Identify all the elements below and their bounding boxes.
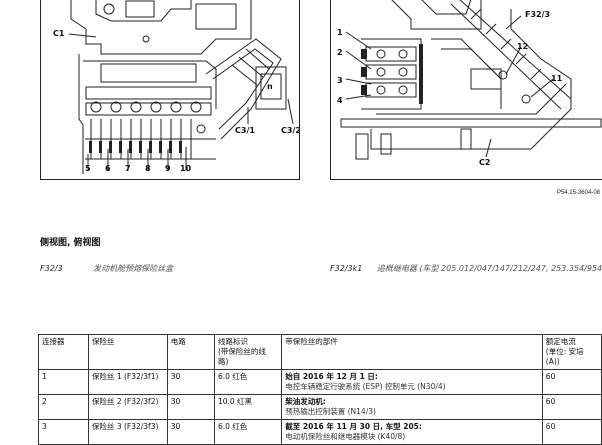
component-name: 预热输出控制装置 (N14/3) bbox=[285, 407, 376, 416]
callout-1: 1 bbox=[337, 28, 343, 37]
callout-f32-3: F32/3 bbox=[525, 10, 550, 19]
part-code: F32/3k1 bbox=[330, 264, 363, 273]
callout-c3-1: C3/1 bbox=[235, 126, 255, 135]
callout-12: 12 bbox=[517, 42, 528, 51]
header-wire-id: 线路标识 (带保险丝的线 路) bbox=[213, 334, 283, 370]
callout-2: 2 bbox=[337, 48, 343, 57]
part-label-left: F32/3 发动机舱预熔保险丝盒 bbox=[40, 263, 173, 274]
header-wire-id-line: 线路标识 bbox=[217, 337, 248, 346]
cell-wire: 6.0 红色 bbox=[213, 369, 283, 395]
cell-circuit: 30 bbox=[166, 369, 215, 395]
component-name: 电动机保险丝和继电器模块 (K40/8) bbox=[285, 432, 406, 441]
cell-rated: 60 bbox=[541, 394, 602, 420]
header-wire-id-line: 路) bbox=[217, 357, 229, 366]
header-rated-line: 额定电流 bbox=[545, 337, 576, 346]
fuse-box-top-view-drawing: 1 2 3 4 F32/3 12 11 C2 bbox=[330, 0, 602, 180]
table-row: 2 保险丝 2 (F32/3f2) 30 10.0 红黑 柴油发动机: 预热输出… bbox=[38, 394, 602, 420]
cell-wire: 6.0 红色 bbox=[213, 419, 283, 445]
callout-5: 5 bbox=[85, 164, 91, 173]
cell-rated: 60 bbox=[541, 419, 602, 445]
cell-component: 始自 2016 年 12 月 1 日: 电控车辆稳定行驶系统 (ESP) 控制单… bbox=[281, 369, 543, 395]
callout-8: 8 bbox=[145, 164, 151, 173]
fuse-box-side-view-illustration: C1 5 6 7 8 9 10 n C3/1 C3/2 bbox=[53, 0, 299, 174]
header-fuse: 保险丝 bbox=[87, 334, 168, 370]
cell-component: 柴油发动机: 预热输出控制装置 (N14/3) bbox=[281, 394, 543, 420]
part-description: 发动机舱预熔保险丝盒 bbox=[93, 264, 174, 273]
callout-6: 6 bbox=[105, 164, 111, 173]
cell-circuit: 30 bbox=[166, 394, 215, 420]
callout-c2: C2 bbox=[479, 158, 490, 167]
header-rated-line: (A)) bbox=[545, 357, 560, 366]
callout-3: 3 bbox=[337, 76, 343, 85]
cell-wire: 10.0 红黑 bbox=[213, 394, 283, 420]
header-rated-current: 额定电流 (单位: 安培 (A)) bbox=[541, 334, 602, 370]
component-condition: 柴油发动机: bbox=[285, 397, 326, 406]
cell-fuse: 保险丝 3 (F32/3f3) bbox=[87, 419, 168, 445]
figure-reference: P54.15-3604-08 bbox=[556, 190, 600, 196]
fuse-box-top-view-illustration: 1 2 3 4 F32/3 12 11 C2 bbox=[337, 0, 602, 167]
callout-c1: C1 bbox=[53, 29, 65, 38]
cell-circuit: 30 bbox=[166, 419, 215, 445]
component-condition: 截至 2016 年 11 月 30 日, 车型 205: bbox=[285, 422, 422, 431]
header-circuit: 电路 bbox=[166, 334, 215, 370]
part-code: F32/3 bbox=[40, 264, 63, 273]
cell-fuse: 保险丝 1 (F32/3f1) bbox=[87, 369, 168, 395]
section-title: 侧视图, 俯视图 bbox=[40, 238, 101, 248]
callout-11: 11 bbox=[551, 74, 563, 83]
header-component: 带保险丝的部件 bbox=[281, 334, 543, 370]
cell-connector: 3 bbox=[38, 419, 89, 445]
cell-connector: 1 bbox=[38, 369, 89, 395]
callout-c3-2: C3/2 bbox=[281, 126, 299, 135]
callout-7: 7 bbox=[125, 164, 131, 173]
callout-10: 10 bbox=[180, 164, 192, 173]
table-row: 1 保险丝 1 (F32/3f1) 30 6.0 红色 始自 2016 年 12… bbox=[38, 369, 602, 395]
fuse-box-side-view-drawing: C1 5 6 7 8 9 10 n C3/1 C3/2 bbox=[40, 0, 300, 180]
header-connector: 连接器 bbox=[38, 334, 89, 370]
cell-connector: 2 bbox=[38, 394, 89, 420]
header-rated-line: (单位: 安培 bbox=[545, 347, 584, 356]
fuse-assignment-table: 连接器 保险丝 电路 线路标识 (带保险丝的线 路) 带保险丝的部件 额定电流 … bbox=[38, 334, 602, 445]
callout-4: 4 bbox=[337, 96, 343, 105]
cell-component: 截至 2016 年 11 月 30 日, 车型 205: 电动机保险丝和继电器模… bbox=[281, 419, 543, 445]
table-row: 3 保险丝 3 (F32/3f3) 30 6.0 红色 截至 2016 年 11… bbox=[38, 419, 602, 445]
table-header-row: 连接器 保险丝 电路 线路标识 (带保险丝的线 路) 带保险丝的部件 额定电流 … bbox=[38, 334, 602, 370]
component-condition: 始自 2016 年 12 月 1 日: bbox=[285, 372, 378, 381]
cell-rated: 60 bbox=[541, 369, 602, 395]
part-description: 追概继电器 (车型 205.012/047/147/212/247, 253.3… bbox=[376, 264, 602, 273]
component-name: 电控车辆稳定行驶系统 (ESP) 控制单元 (N30/4) bbox=[285, 382, 446, 391]
callout-n: n bbox=[267, 82, 273, 91]
cell-fuse: 保险丝 2 (F32/3f2) bbox=[87, 394, 168, 420]
callout-9: 9 bbox=[165, 164, 171, 173]
header-wire-id-line: (带保险丝的线 bbox=[217, 347, 266, 356]
part-label-right: F32/3k1 追概继电器 (车型 205.012/047/147/212/24… bbox=[330, 263, 602, 274]
